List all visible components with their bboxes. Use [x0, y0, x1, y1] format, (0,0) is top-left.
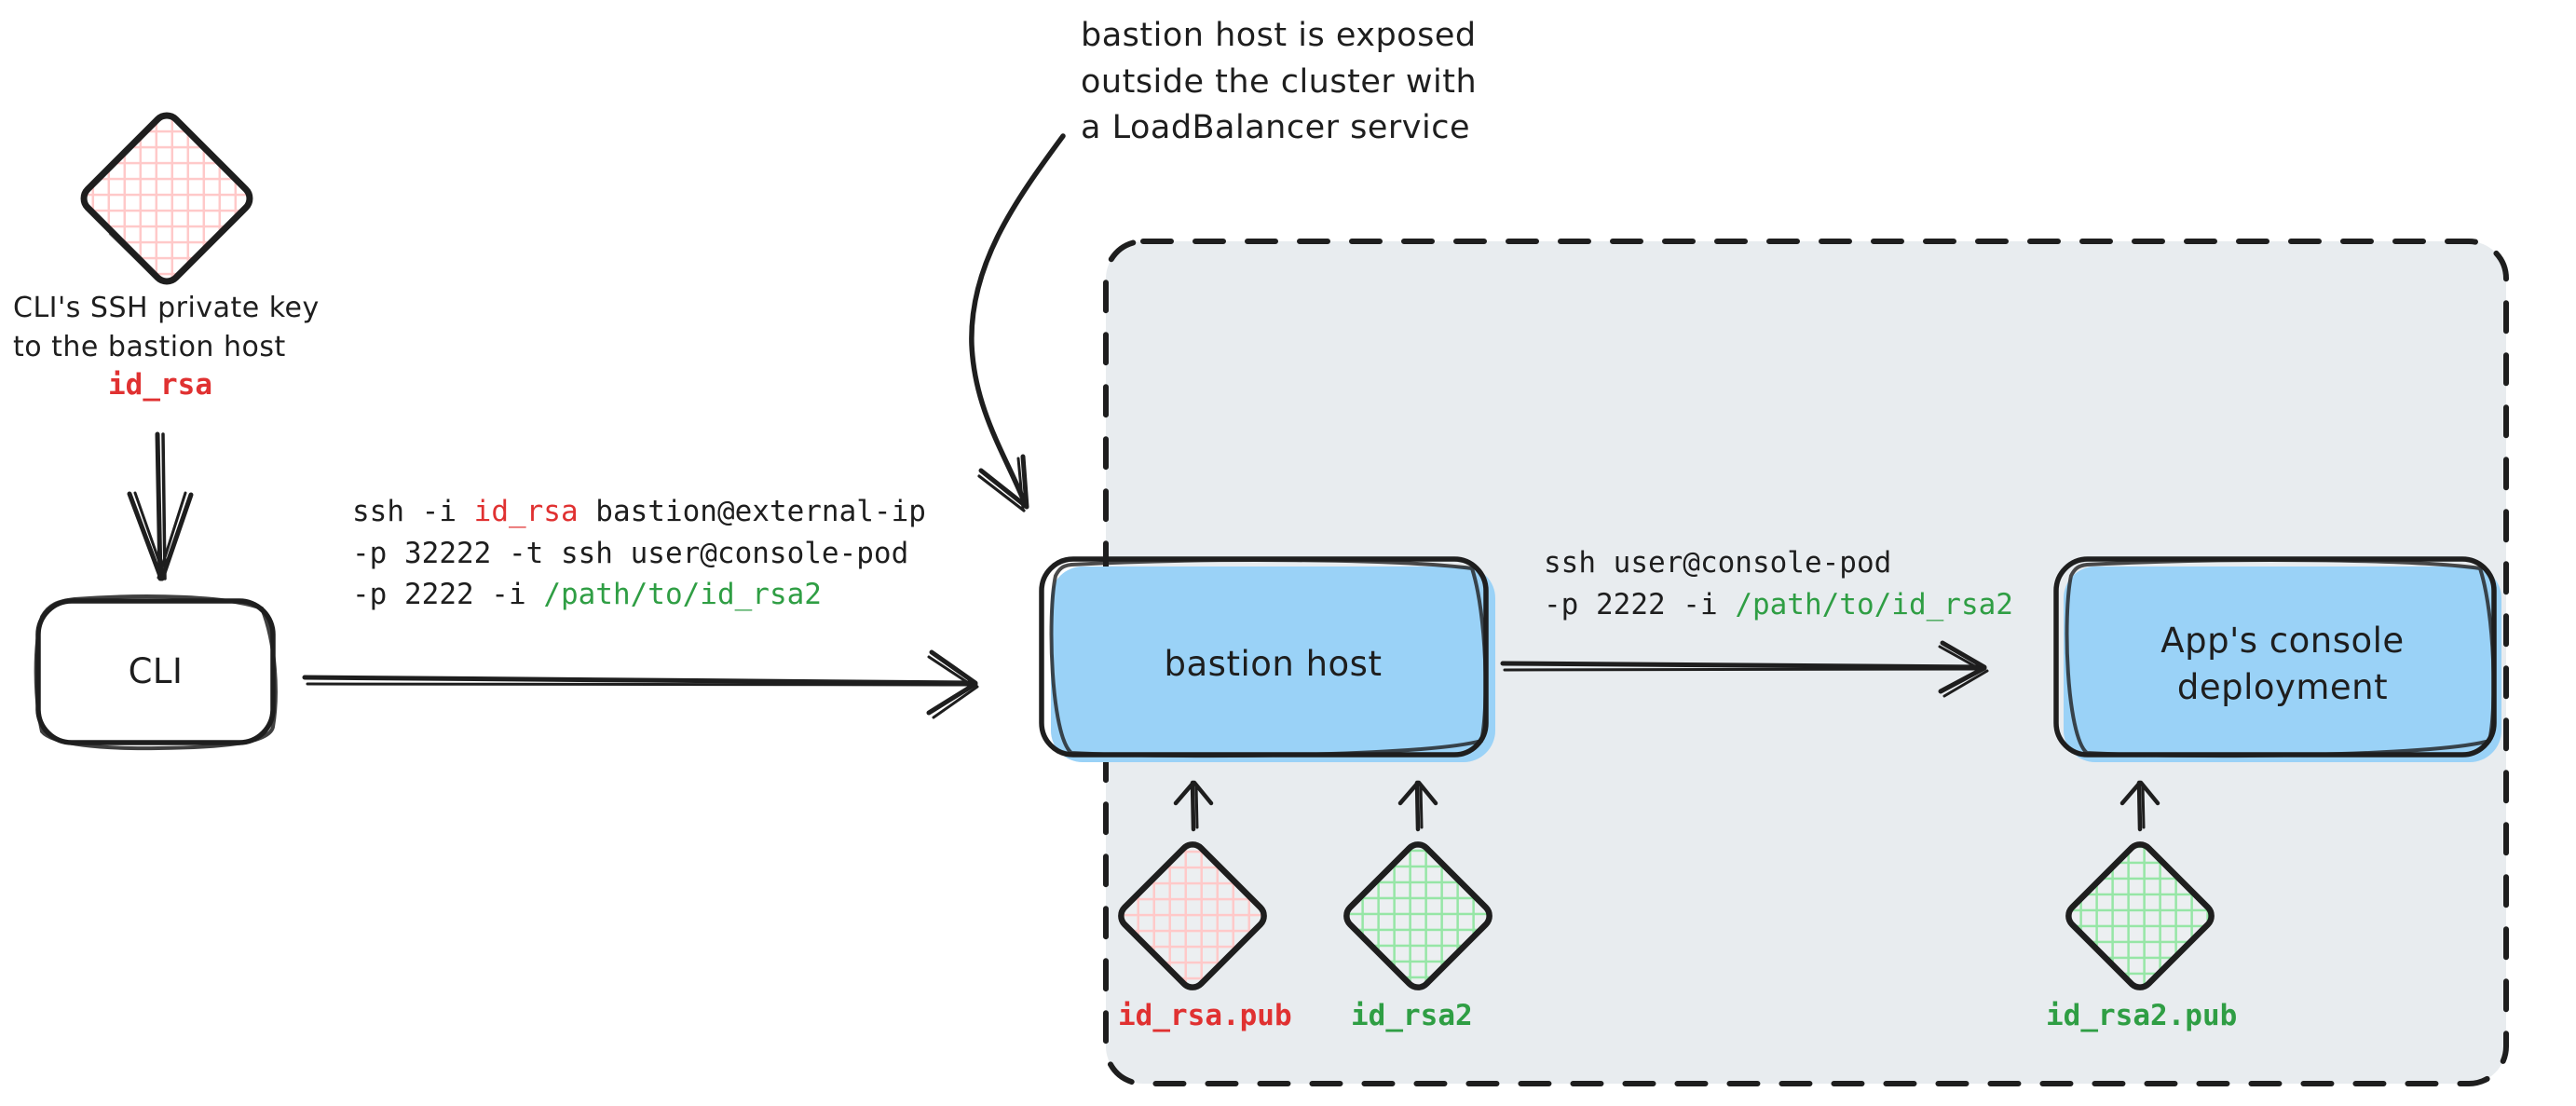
ssh-cmd-1-line-2: -p 32222 -t ssh user@console-pod: [352, 536, 909, 570]
ssh-cmd-2-line-1: ssh user@console-pod: [1544, 546, 1892, 580]
ssh-command-cli-to-bastion: ssh -i id_rsa bastion@external-ip -p 322…: [352, 491, 926, 616]
node-cli-shape: [34, 594, 278, 751]
node-label-app-console[interactable]: App's console deployment: [2064, 567, 2501, 762]
arrow-id-rsa-pub-to-bastion: [1173, 780, 1214, 832]
cli-key-caption-line-1: CLI's SSH private key: [13, 292, 320, 324]
arrow-id-rsa2-pub-to-console: [2119, 780, 2160, 832]
annotation-note-line-3: a LoadBalancer service: [1081, 109, 1471, 147]
node-bastion-shape: [1039, 556, 1495, 762]
annotation-note: bastion host is exposed outside the clus…: [1081, 13, 1477, 152]
arrow-cli-to-bastion: [302, 649, 979, 719]
key-label-id-rsa-pub: id_rsa.pub: [1118, 999, 1292, 1032]
ssh-cmd-1-seg-2: id_rsa: [473, 495, 579, 528]
node-label-app-console-line-1: App's console: [2160, 621, 2405, 662]
ssh-cmd-1-seg-1: ssh -i: [352, 495, 474, 528]
arrow-annotation-to-cluster: [969, 133, 1066, 512]
cli-key-caption: CLI's SSH private key to the bastion hos…: [13, 289, 320, 367]
cli-key-caption-line-2: to the bastion host: [13, 331, 286, 363]
key-diamond-id-rsa2: [1343, 841, 1492, 990]
annotation-note-line-1: bastion host is exposed: [1081, 17, 1477, 54]
arrow-key-to-cli: [127, 431, 194, 581]
node-label-cli[interactable]: CLI: [128, 651, 184, 692]
node-label-bastion-host[interactable]: bastion host: [1164, 644, 1383, 685]
ssh-cmd-1-seg-5: /path/to/id_rsa2: [543, 578, 822, 612]
node-console-shape: [2053, 556, 2501, 762]
key-diamond-id-rsa-pub: [1118, 841, 1267, 990]
key-label-id-rsa2-pub: id_rsa2.pub: [2046, 999, 2238, 1032]
ssh-cmd-2-seg-1: -p 2222 -i: [1544, 587, 1736, 621]
arrow-bastion-to-console: [1500, 640, 1989, 698]
key-diamond-id-rsa2-pub: [2065, 841, 2215, 990]
key-label-id-rsa: id_rsa: [108, 368, 212, 402]
node-label-app-console-line-2: deployment: [2176, 667, 2389, 707]
arrow-id-rsa2-to-bastion: [1397, 780, 1438, 832]
ssh-cmd-1-seg-4: -p 2222 -i: [352, 578, 544, 612]
key-label-id-rsa2: id_rsa2: [1351, 999, 1473, 1032]
ssh-cmd-2-seg-2: /path/to/id_rsa2: [1735, 587, 2013, 621]
ssh-cmd-1-seg-3: bastion@external-ip: [578, 495, 926, 528]
key-diamond-id-rsa: [80, 112, 253, 285]
ssh-command-bastion-to-console: ssh user@console-pod -p 2222 -i /path/to…: [1544, 542, 2013, 625]
annotation-note-line-2: outside the cluster with: [1081, 62, 1478, 101]
